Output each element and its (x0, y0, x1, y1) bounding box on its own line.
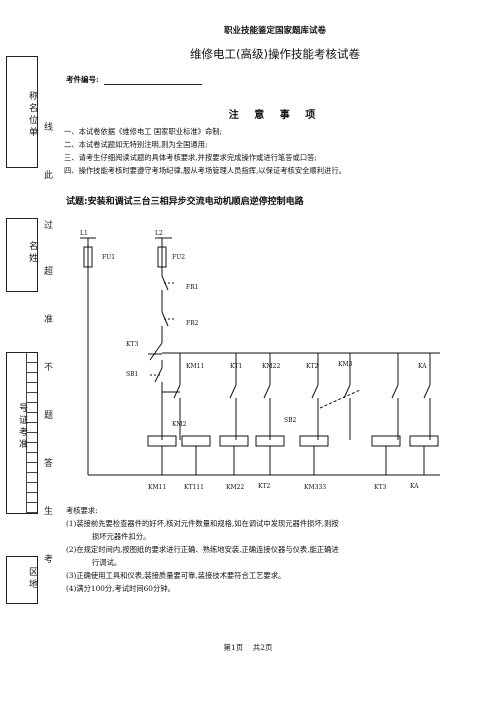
binding-char: 不 (44, 363, 54, 373)
id-box-divider (26, 353, 27, 513)
binding-char: 此 (44, 171, 54, 181)
label-l1: L1 (80, 230, 88, 237)
binding-char: 准 (44, 315, 54, 325)
notice-item: 四、操作技能考核时要遵守考场纪律,服从考场管理人员指挥,以保证考核安全顺利进行。 (64, 166, 346, 175)
label-kt1: KT1 (230, 363, 242, 370)
label-kt2: KT2 (306, 363, 318, 370)
exam-id-label: 考件编号: (66, 75, 99, 84)
binding-char: 题 (44, 411, 54, 421)
coil-ka: KA (410, 483, 419, 490)
label-sb1: SB1 (126, 371, 138, 378)
unit-label: 称名位单 (27, 91, 37, 139)
notice-item: 二、本试卷试题如无特别注明,则为全国通用; (64, 140, 208, 149)
requirement-item: 行调试。 (92, 558, 122, 567)
page-footer: 第1页 共2页 (223, 643, 273, 652)
label-fr1: FR1 (186, 284, 199, 291)
name-label: 名姓 (27, 241, 37, 265)
label-km22: KM22 (262, 363, 280, 370)
coil-km333: KM333 (304, 484, 326, 491)
binding-char: 答 (44, 459, 54, 469)
notice-item: 一、本试卷依据《维修电工 国家职业标准》命制; (64, 127, 223, 136)
coil-kt111: KT111 (184, 484, 204, 491)
label-fu1: FU1 (102, 254, 115, 261)
id-label: 号证考准 (17, 403, 27, 451)
label-ka: KA (418, 363, 427, 370)
label-kt3: KT3 (126, 341, 138, 348)
coil-kt2: KT2 (258, 483, 270, 490)
binding-char: 线 (44, 123, 54, 133)
requirement-item: (1)装接前先要检查器件的好坏,核对元件数量和规格,如在调试中发现元器件损坏,则… (66, 519, 339, 528)
exam-id-field (104, 84, 202, 85)
binding-char: 考 (44, 555, 54, 565)
coil-kt3: KT3 (374, 484, 386, 491)
region-box: 区地 (6, 556, 38, 604)
name-box: 名姓 (6, 218, 38, 292)
requirement-item: (4)满分100分,考试时间60分钟。 (66, 584, 175, 593)
requirement-item: 损坏元器件扣分。 (92, 532, 151, 541)
question-title: 试题:安装和调试三台三相异步交流电动机顺启逆停控制电路 (66, 197, 304, 207)
requirement-item: (3)正确使用工具和仪表,装接质量要可靠,装接技术要符合工艺要求。 (66, 571, 286, 580)
binding-char: 超 (44, 267, 54, 277)
label-km3: KM3 (338, 361, 353, 368)
exam-title: 维修电工(高级)操作技能考核试卷 (190, 47, 360, 61)
label-sb2: SB2 (284, 417, 297, 424)
requirements-heading: 考核要求: (66, 506, 98, 515)
notice-heading: 注 意 事 项 (228, 110, 322, 121)
label-km11: KM11 (186, 363, 204, 370)
notice-item: 三、请考生仔细阅读试题的具体考核要求,并按要求完成操作或进行笔答或口答; (64, 153, 317, 162)
binding-char: 生 (44, 507, 54, 517)
label-l2: L2 (155, 230, 163, 237)
coil-km22: KM22 (226, 484, 244, 491)
label-km2: KM2 (172, 421, 187, 428)
binding-char: 过 (44, 221, 54, 231)
coil-km11: KM11 (148, 484, 166, 491)
requirement-item: (2)在规定时间内,按图纸的要求进行正确、熟练地安装,正确连接仪器与仪表,能正确… (66, 545, 339, 554)
label-fr2: FR2 (186, 320, 199, 327)
unit-box: 称名位单 (6, 56, 38, 168)
id-box: 号证考准 (6, 352, 38, 514)
top-title: 职业技能鉴定国家题库试卷 (223, 26, 326, 36)
region-label: 区地 (27, 567, 37, 591)
label-fu2: FU2 (172, 254, 185, 261)
